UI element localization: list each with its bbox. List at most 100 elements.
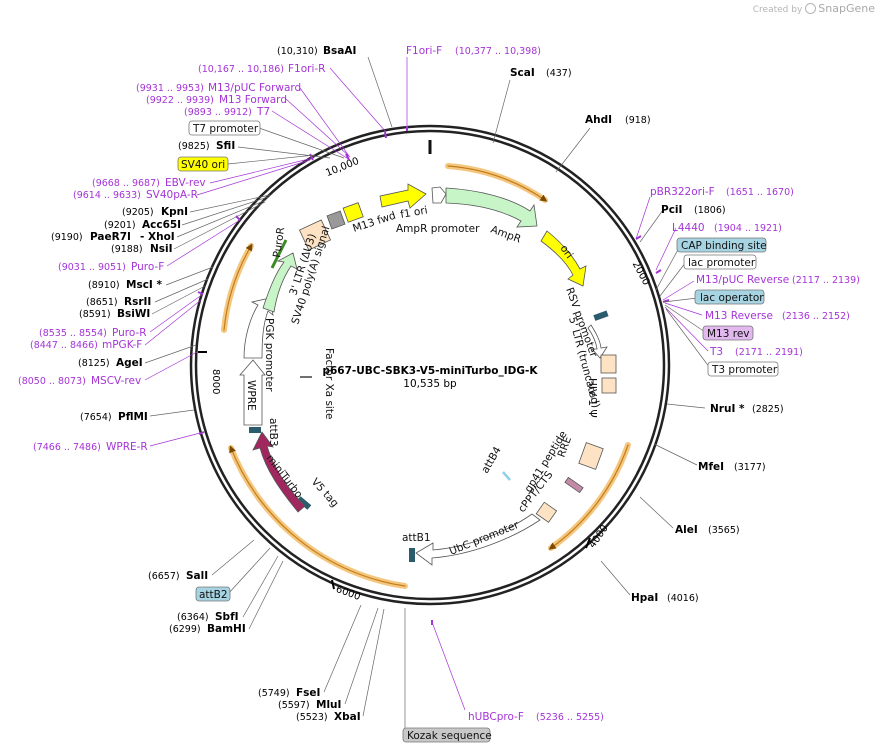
line-t3: [664, 306, 709, 352]
enzyme-bamhi: BamHI: [207, 623, 246, 635]
enzyme-sfii: SfiI: [216, 140, 235, 152]
pgk-promoter-arrow: [243, 297, 274, 359]
primer-puro-r: Puro-R: [112, 327, 147, 339]
backbone-inner-ring: [194, 129, 666, 601]
line-hpai: [600, 560, 631, 596]
line-alei: [639, 496, 674, 529]
primer-t3: T3: [709, 346, 723, 358]
line-pcii: [639, 209, 664, 243]
orange-arc-1-line: [447, 165, 548, 202]
t7-promoter-label: T7 promoter: [192, 123, 259, 135]
enzyme-pos-fsei: (5749): [258, 688, 290, 699]
line-sfii: [237, 146, 331, 159]
primer-mpgk-f: mPGK-F: [102, 339, 142, 351]
mark-f1ori-r: [384, 131, 387, 139]
kozak-label: Kozak sequence: [407, 730, 492, 742]
primer-labels: F1ori-F (10,377 .. 10,398) (10,167 .. 10…: [18, 45, 860, 723]
line-msci: [165, 266, 214, 286]
line-agei: [144, 344, 197, 364]
enzyme-pos-mlui: (5597): [278, 700, 310, 711]
enzyme-paer7i: PaeR7I: [90, 231, 131, 243]
enzyme-pos-kpni: (9205): [122, 207, 154, 218]
enzyme-pos-rsrii: (8651): [86, 297, 118, 308]
sv40-ori-block: [342, 202, 364, 223]
enzyme-mlui: MluI: [316, 699, 341, 711]
line-lacop: [663, 297, 698, 303]
enzyme-pos-mfei: (3177): [734, 462, 766, 473]
v5-tag-label: V5 tag: [309, 476, 341, 510]
enzyme-pos-bamhi: (6299): [169, 624, 201, 635]
cap-site-box: [676, 237, 767, 253]
ltr5-block: [600, 354, 617, 374]
miniturbo-arrow: [252, 431, 306, 513]
kozak-box: [402, 727, 491, 743]
line-mfei: [653, 443, 698, 466]
attb4-label: attB4: [479, 444, 504, 475]
tick-4000-mark: [585, 537, 591, 549]
ubc-promoter-label: UbC promoter: [448, 519, 522, 558]
enzyme-scai: ScaI: [510, 67, 535, 79]
primer-l4440: L4440: [672, 222, 705, 234]
enzyme-pos-agei: (8125): [78, 358, 110, 369]
enzyme-pflmi: PflMI: [118, 411, 148, 423]
enzyme-sbfi: SbfI: [215, 611, 239, 623]
tick-2000: 2000: [630, 260, 652, 288]
line-xbai: [362, 608, 385, 717]
primer-f1ori-f: F1ori-F: [406, 45, 442, 57]
primer-pbr322ori-f: pBR322ori-F: [650, 186, 715, 198]
enzyme-bsaai: BsaAI: [323, 45, 356, 57]
enzyme-fsei: FseI: [296, 687, 320, 699]
line-bsiwi: [151, 285, 206, 315]
line-kpni: [189, 194, 271, 213]
primer-pos-wpre-r: (7466 .. 7486): [33, 442, 101, 453]
line-hubc: [431, 621, 466, 711]
line-ahdi: [555, 127, 591, 173]
enzyme-ahdi: AhdI: [585, 114, 612, 126]
line-cap: [655, 245, 681, 291]
primer-pos-mpgk-f: (8447 .. 8466): [30, 340, 98, 351]
enzyme-nrui: NruI *: [710, 403, 745, 415]
enzyme-xhoi: - XhoI: [140, 231, 175, 243]
line-mscv: [144, 351, 198, 381]
enzyme-pos-pcii: (1806): [694, 205, 726, 216]
f1-ori-label: f1 ori: [399, 204, 428, 221]
backbone: [189, 124, 671, 606]
ampr-arrow: [445, 187, 538, 228]
primer-pos-m13-rev: (2136 .. 2152): [782, 311, 850, 322]
primer-m13puc-fwd: M13/pUC Forward: [208, 82, 301, 94]
lac-operator-label: lac operator: [700, 292, 764, 304]
snapgene-logo-icon: [805, 3, 817, 14]
line-attb2: [227, 547, 271, 595]
primer-f1ori-r: F1ori-R: [288, 63, 325, 75]
primer-pos-hubcpro-f: (5236 .. 5255): [536, 712, 604, 723]
line-sali: [211, 539, 255, 576]
boxed-labels: T7 promoter SV40 ori CAP binding site la…: [177, 120, 779, 743]
enzyme-pos-scai: (437): [546, 68, 572, 79]
enzyme-xbai: XbaI: [334, 711, 361, 723]
line-fsei: [323, 604, 362, 693]
ubc-promoter-arrow: [415, 513, 541, 566]
puror-arrow: [262, 252, 298, 313]
line-mlui: [344, 607, 379, 705]
orange-arc-4-line: [223, 243, 253, 331]
primer-pos-pbr322ori-f: (1651 .. 1670): [726, 187, 794, 198]
primer-pos-t3: (2171 .. 2191): [735, 347, 803, 358]
credit-brand: SnapGene: [818, 2, 875, 15]
enzyme-pos-acc65i: (9201): [104, 220, 136, 231]
attb1-label: attB1: [402, 532, 431, 544]
f1-ori-arrow: [379, 183, 427, 209]
line-sv40ori: [227, 154, 316, 165]
attb3-label: attB3: [267, 418, 279, 447]
pgk-promoter-label: PGK promoter: [263, 318, 275, 392]
line-puro-f: [166, 219, 241, 267]
leader-lines: [144, 56, 711, 730]
primer-m13-fwd: M13 Forward: [219, 94, 287, 106]
orange-arc-3-line: [229, 445, 406, 587]
mark-pbr322: [635, 235, 642, 240]
wpre-label: WPRE: [245, 380, 257, 411]
t3-promoter-box: [707, 361, 779, 377]
primer-wpre-r: WPRE-R: [106, 441, 148, 453]
enzyme-sali: SalI: [186, 570, 208, 582]
